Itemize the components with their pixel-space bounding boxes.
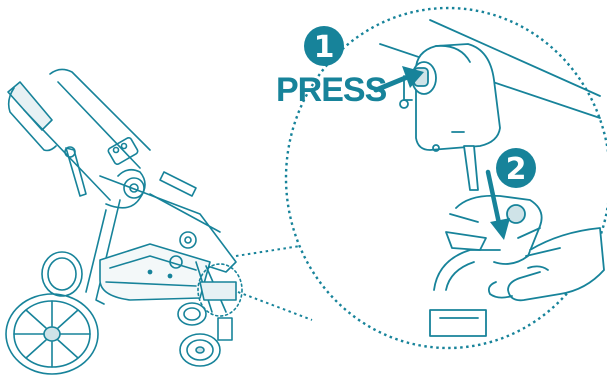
step-2-badge: 2: [496, 148, 536, 188]
step-2-number: 2: [506, 152, 527, 187]
stroller-illustration: [6, 69, 242, 374]
callout-connector: [236, 246, 312, 320]
step-1-badge: 1: [304, 26, 344, 66]
step-1-label: PRESS: [276, 71, 387, 109]
step-1-number: 1: [314, 30, 335, 65]
